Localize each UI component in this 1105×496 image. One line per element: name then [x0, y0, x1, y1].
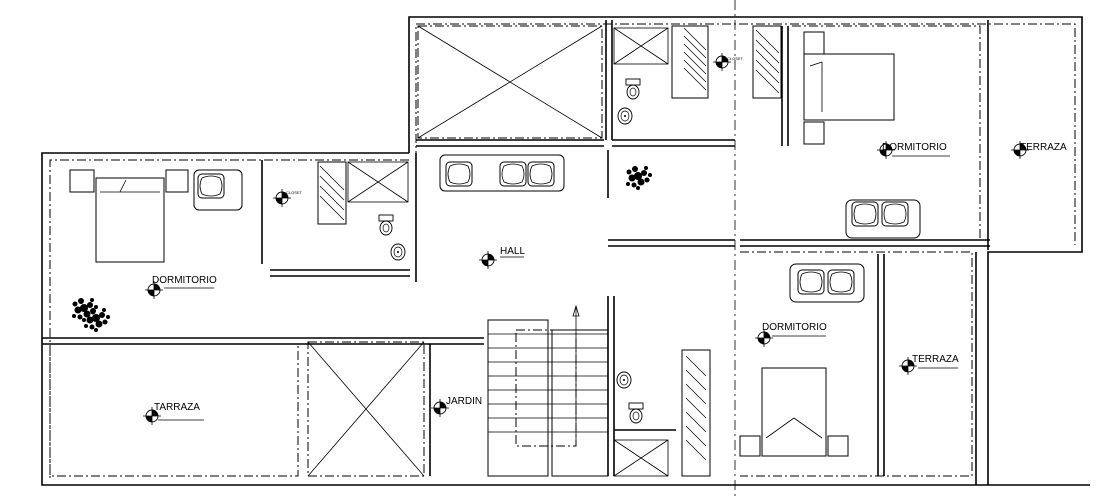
- closet-top: CLOSET: [671, 25, 789, 146]
- jardin: JARDIN: [429, 344, 482, 476]
- dormitorio-bottom-right-label: DORMITORIO: [762, 322, 827, 333]
- terraza-right-bottom: TERRAZA: [898, 252, 977, 485]
- terraza-right-top: TERRAZA: [987, 20, 1067, 250]
- terraza-right-bottom-label: TERRAZA: [912, 354, 959, 365]
- dormitorio-bottom-right: DORMITORIO: [739, 251, 973, 477]
- terraza-right-top-label: TERRAZA: [1020, 142, 1067, 153]
- stairs: [487, 296, 615, 477]
- building-outline: [41, 16, 1090, 486]
- hall: HALL: [415, 150, 735, 282]
- bathroom-bottom: [613, 349, 711, 477]
- dormitorio-top-right-label: DORMITORIO: [882, 142, 947, 153]
- void-bottom: [300, 337, 484, 477]
- dormitorio-left-label: DORMITORIO: [152, 275, 217, 286]
- hall-label: HALL: [500, 246, 525, 257]
- jardin-label: JARDIN: [446, 396, 482, 407]
- closet-left-label: CLOSET: [286, 190, 303, 195]
- stair-arrow-icon: [572, 304, 580, 317]
- void-top: [416, 25, 604, 147]
- closet-top-label: CLOSET: [727, 56, 744, 61]
- tarraza-left-label: TARRAZA: [154, 402, 200, 413]
- dormitorio-left: DORMITORIO: [69, 160, 263, 332]
- tarraza-left: TARRAZA: [42, 337, 300, 477]
- bathroom-left: CLOSET: [270, 161, 410, 277]
- dormitorio-top-right: DORMITORIO: [740, 25, 990, 247]
- bathroom-top: [605, 20, 735, 147]
